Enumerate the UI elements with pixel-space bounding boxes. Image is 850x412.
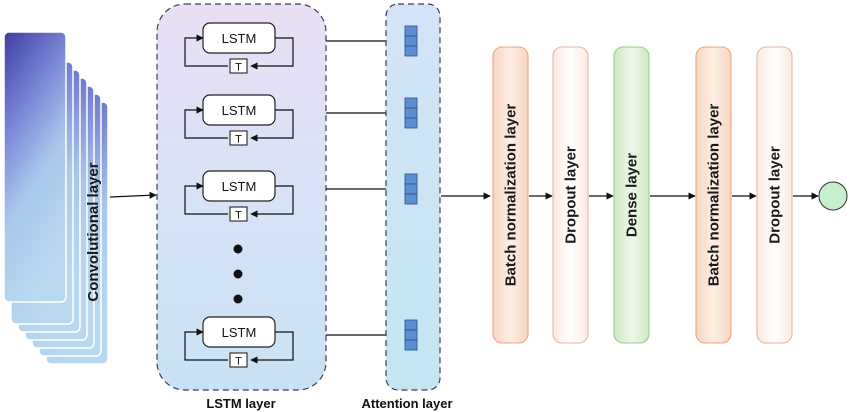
layer-label: Dense layer bbox=[624, 153, 641, 237]
attention-cell bbox=[404, 45, 418, 57]
layer-box bbox=[756, 46, 793, 344]
layer-label: Dropout layer bbox=[767, 146, 784, 244]
layer-label: Batch normalization layer bbox=[503, 104, 520, 287]
ellipsis-dot bbox=[233, 294, 243, 304]
lstm-cell-label: LSTM bbox=[222, 325, 257, 340]
attention-cell bbox=[404, 35, 418, 47]
lstm-cell: LSTM T bbox=[184, 22, 294, 74]
network-layer: Dense layer bbox=[613, 46, 650, 344]
attention-cell bbox=[404, 319, 418, 331]
layer-label: Batch normalization layer bbox=[706, 104, 723, 287]
attention-vector bbox=[404, 319, 418, 351]
attention-cell bbox=[404, 25, 418, 37]
recurrent-loop-left bbox=[184, 34, 228, 67]
lstm-layer: LSTM layer LSTM T LSTM T LSTM T LSTM T bbox=[156, 3, 404, 411]
attention-cell bbox=[404, 339, 418, 351]
lstm-cell: LSTM T bbox=[184, 170, 294, 222]
time-delay-box bbox=[229, 130, 248, 146]
attention-cell bbox=[404, 117, 418, 129]
output-node bbox=[818, 181, 848, 211]
time-delay-box bbox=[229, 58, 248, 74]
network-layer: Dropout layer bbox=[552, 46, 589, 344]
recurrent-loop-left bbox=[184, 106, 228, 139]
recurrent-loop-right bbox=[250, 37, 294, 70]
convolutional-layer: Convolutional layer bbox=[3, 31, 109, 365]
attention-cell bbox=[404, 329, 418, 341]
attention-layer-title: Attention layer bbox=[361, 396, 452, 411]
layer-box bbox=[695, 46, 732, 344]
time-delay-box bbox=[229, 206, 248, 222]
time-delay-label: T bbox=[235, 134, 242, 146]
attention-cell bbox=[404, 97, 418, 109]
lstm-cells: LSTM T LSTM T LSTM T LSTM T bbox=[184, 22, 404, 368]
recurrent-loop-right bbox=[250, 185, 294, 218]
attention-vectors bbox=[404, 25, 418, 351]
layer-label: Dropout layer bbox=[563, 146, 580, 244]
ellipsis-dot bbox=[233, 244, 243, 254]
recurrent-loop-right bbox=[250, 331, 294, 364]
time-delay-label: T bbox=[235, 210, 242, 222]
network-layer: Batch normalization layer bbox=[492, 46, 529, 344]
time-delay-label: T bbox=[235, 356, 242, 368]
conv-to-lstm-arrow bbox=[109, 191, 157, 199]
attention-vector bbox=[404, 97, 418, 129]
attention-vector bbox=[404, 173, 418, 205]
time-delay-label: T bbox=[235, 62, 242, 74]
attention-layer: Attention layer bbox=[361, 3, 453, 411]
lstm-cell-label: LSTM bbox=[222, 103, 257, 118]
ellipsis-dot bbox=[233, 269, 243, 279]
time-delay-box bbox=[229, 352, 248, 368]
conv-sheet bbox=[3, 31, 67, 303]
recurrent-loop-left bbox=[184, 182, 228, 215]
network-layer: Dropout layer bbox=[756, 46, 793, 344]
recurrent-loop-left bbox=[184, 328, 228, 361]
lstm-cell: LSTM T bbox=[184, 316, 294, 368]
lstm-layer-title: LSTM layer bbox=[206, 396, 275, 411]
lstm-cell-label: LSTM bbox=[222, 179, 257, 194]
attention-cell bbox=[404, 107, 418, 119]
attention-cell bbox=[404, 173, 418, 185]
recurrent-loop-right bbox=[250, 109, 294, 142]
network-layer: Batch normalization layer bbox=[695, 46, 732, 344]
lstm-cell-label: LSTM bbox=[222, 31, 257, 46]
conv-layer-label: Convolutional layer bbox=[85, 162, 102, 301]
layer-box bbox=[492, 46, 529, 344]
lstm-cell: LSTM T bbox=[184, 94, 294, 146]
layer-box bbox=[552, 46, 589, 344]
layer-box bbox=[613, 46, 650, 344]
layer-stack: Batch normalization layer Dropout layer De… bbox=[492, 46, 819, 344]
attention-cell bbox=[404, 183, 418, 195]
attention-vector bbox=[404, 25, 418, 57]
attention-cell bbox=[404, 193, 418, 205]
